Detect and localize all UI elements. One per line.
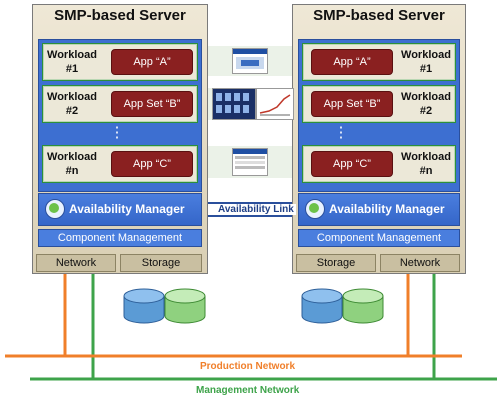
app-box[interactable]: App Set “B”: [111, 91, 193, 117]
workload-row-n[interactable]: App “C” Workload #n: [302, 145, 456, 183]
production-network-label: Production Network: [200, 361, 296, 372]
ellipsis: ⋮: [109, 124, 125, 141]
app-box[interactable]: App Set “B”: [311, 91, 393, 117]
availability-manager[interactable]: Availability Manager: [298, 193, 460, 226]
network-box[interactable]: Network: [36, 254, 116, 272]
left-server: SMP-based Server Workload #1 App “A” Wor…: [32, 4, 208, 274]
storage-box[interactable]: Storage: [296, 254, 376, 272]
right-server: SMP-based Server App “A” Workload #1 App…: [292, 4, 466, 274]
component-management[interactable]: Component Management: [38, 229, 202, 247]
server-title: SMP-based Server: [313, 7, 445, 24]
server-title: SMP-based Server: [54, 7, 186, 24]
app-set-b-thumbnail: [212, 88, 256, 120]
disk-icon: [164, 288, 206, 324]
network-box[interactable]: Network: [380, 254, 460, 272]
availability-link-label: Availability Link: [216, 204, 296, 215]
disk-icon: [342, 288, 384, 324]
ellipsis: ⋮: [333, 124, 349, 141]
app-c-thumbnail: [232, 148, 268, 176]
workload-label: Workload #2: [401, 91, 451, 117]
workload-label: Workload #n: [401, 151, 451, 177]
app-box[interactable]: App “C”: [311, 151, 393, 177]
workload-label: Workload #1: [401, 49, 451, 75]
workload-row-1[interactable]: App “A” Workload #1: [302, 43, 456, 81]
workload-row-2[interactable]: App Set “B” Workload #2: [302, 85, 456, 123]
availability-icon: [305, 199, 325, 219]
availability-manager-label: Availability Manager: [329, 202, 445, 216]
chart-thumbnail: [256, 88, 294, 120]
workload-label: Workload #2: [47, 91, 97, 117]
workload-label: Workload #1: [47, 49, 97, 75]
disk-icon: [123, 288, 165, 324]
workload-row-1[interactable]: Workload #1 App “A”: [42, 43, 198, 81]
availability-manager[interactable]: Availability Manager: [38, 193, 202, 226]
workload-row-n[interactable]: Workload #n App “C”: [42, 145, 198, 183]
app-box[interactable]: App “C”: [111, 151, 193, 177]
availability-manager-label: Availability Manager: [69, 202, 185, 216]
component-management[interactable]: Component Management: [298, 229, 460, 247]
disk-icon: [301, 288, 343, 324]
workload-label: Workload #n: [47, 151, 97, 177]
workload-row-2[interactable]: Workload #2 App Set “B”: [42, 85, 198, 123]
app-box[interactable]: App “A”: [111, 49, 193, 75]
availability-icon: [45, 199, 65, 219]
app-a-thumbnail: [232, 48, 268, 74]
management-network-label: Management Network: [196, 385, 300, 396]
app-box[interactable]: App “A”: [311, 49, 393, 75]
storage-box[interactable]: Storage: [120, 254, 202, 272]
